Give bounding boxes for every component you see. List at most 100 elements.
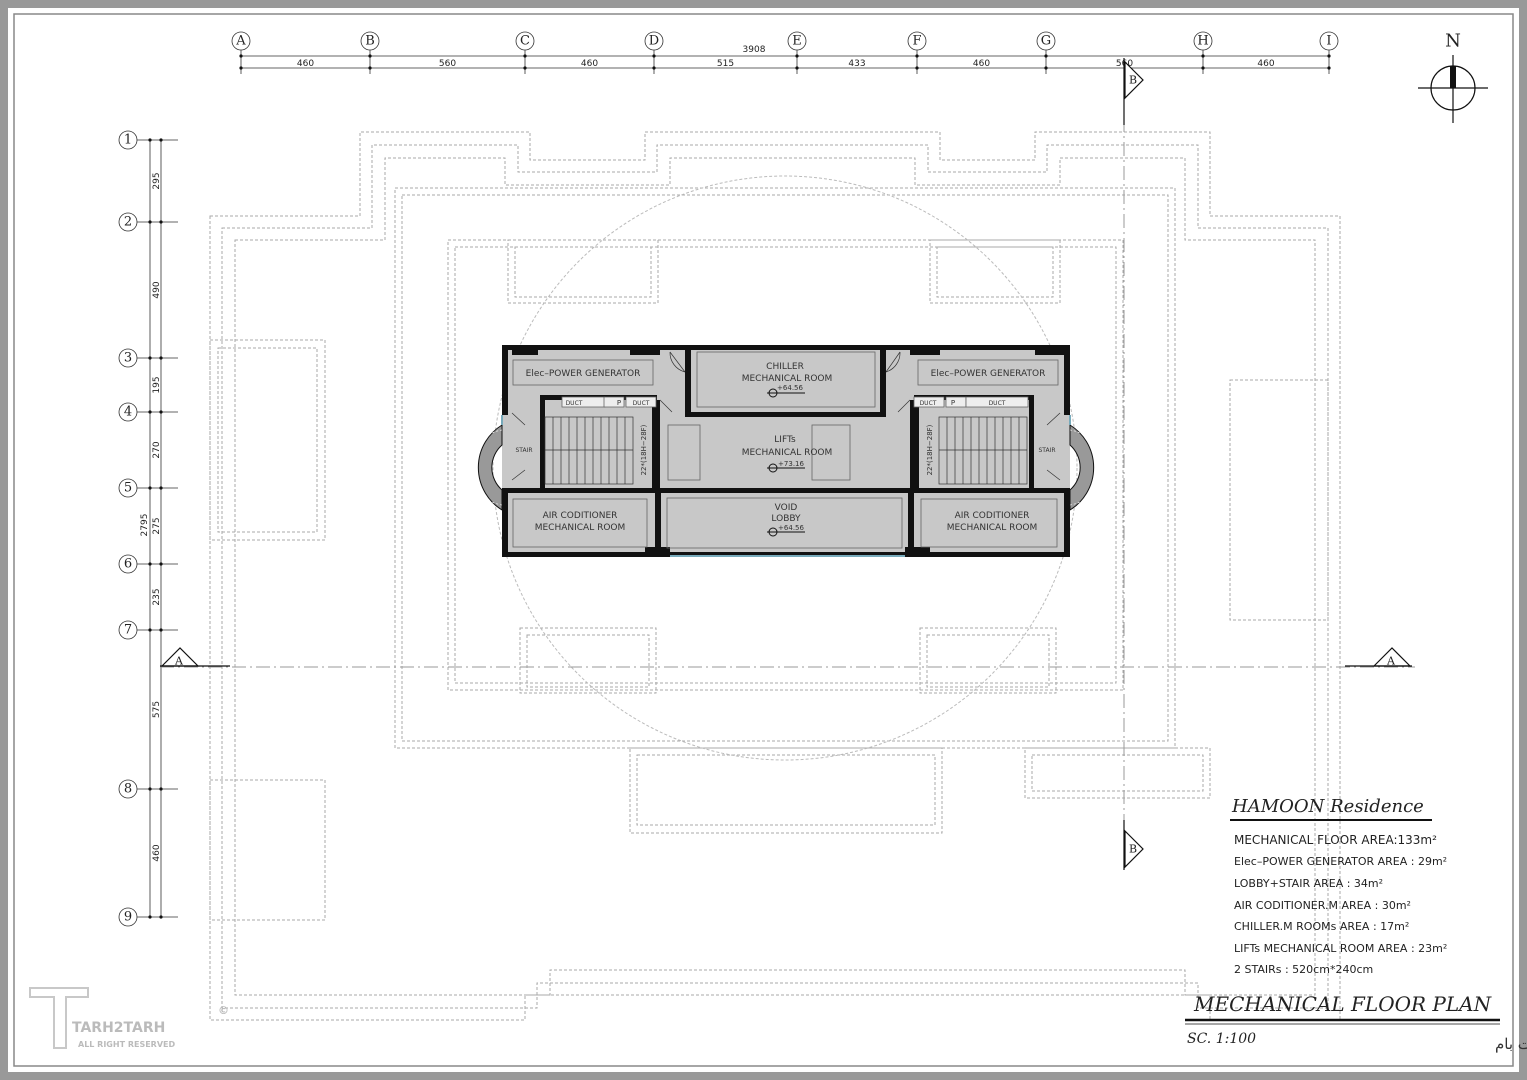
- section-marker-a-left[interactable]: A: [160, 647, 230, 668]
- spiral-stair-left: [464, 424, 503, 511]
- column-spacing-dimension: 433: [848, 59, 865, 69]
- sheet-border-inner: [13, 13, 1514, 1067]
- row-spacing-dimension: 270: [152, 441, 162, 458]
- legend-total-area: MECHANICAL FLOOR AREA:133m²: [1234, 833, 1437, 847]
- north-label: N: [1445, 31, 1461, 52]
- grid-column-b[interactable]: B: [360, 31, 380, 74]
- section-label-a-left: A: [174, 655, 184, 668]
- section-label-b-top: B: [1129, 74, 1137, 87]
- watermark-brand: TARH2TARH: [72, 1020, 165, 1036]
- drawing-scale: SC. 1:100: [1187, 1031, 1256, 1047]
- section-marker-a-right[interactable]: A: [1345, 647, 1412, 668]
- room-label-lifts-sub: MECHANICAL ROOM: [742, 448, 833, 458]
- grid-column-c[interactable]: C: [515, 31, 535, 74]
- section-lines: A A B B: [160, 58, 1415, 870]
- grid-row-label: 2: [124, 215, 132, 230]
- section-marker-b-bottom[interactable]: B: [1123, 820, 1144, 870]
- north-arrow: N: [1418, 31, 1488, 123]
- lower-floor-footprint: [209, 131, 1341, 1021]
- stair-spec-left: 22*(18H−28F): [640, 424, 648, 475]
- grid-column-d[interactable]: D: [644, 31, 664, 74]
- grid-column-label: I: [1326, 34, 1331, 49]
- grid-column-e[interactable]: E: [787, 31, 807, 74]
- grid-column-label: C: [520, 34, 530, 49]
- room-label-power-generator-right: Elec–POWER GENERATOR: [931, 369, 1046, 379]
- grid-column-label: B: [365, 34, 375, 49]
- project-title: HAMOON Residence: [1231, 796, 1424, 817]
- grid-column-h[interactable]: H: [1193, 31, 1213, 74]
- grid-row-label: 7: [124, 623, 132, 638]
- column-total-dimension: 3908: [743, 45, 766, 55]
- legend-stairs: 2 STAIRs : 520cm*240cm: [1234, 963, 1373, 976]
- brand-watermark: TARH2TARH ALL RIGHT RESERVED ©: [29, 987, 229, 1049]
- room-label-lifts: LIFTs: [774, 435, 796, 445]
- grid-row-label: 9: [124, 910, 132, 925]
- section-label-a-right: A: [1386, 655, 1396, 668]
- grid-column-label: A: [235, 34, 246, 49]
- room-label-void: VOID: [775, 503, 798, 513]
- grid-column-label: F: [912, 34, 921, 49]
- grid-row-label: 1: [124, 133, 132, 148]
- grid-row-label: 3: [124, 351, 132, 366]
- room-label-lobby: LOBBY: [771, 514, 801, 524]
- row-spacing-dimension: 275: [152, 517, 162, 534]
- room-label-ac-right: AIR CODITIONER: [955, 511, 1030, 521]
- column-spacing-dimension: 460: [973, 59, 990, 69]
- grid-column-f[interactable]: F: [907, 31, 927, 74]
- mechanical-floor-plan: Elec–POWER GENERATOR Elec–POWER GENERATO…: [464, 345, 1108, 557]
- level-chiller: +64.56: [777, 384, 803, 392]
- row-total-dimension: 2795: [140, 514, 150, 537]
- level-lifts: +73.16: [778, 460, 804, 468]
- row-spacing-dimension: 235: [152, 588, 162, 605]
- grid-row-label: 6: [124, 557, 132, 572]
- room-label-power-generator-left: Elec–POWER GENERATOR: [526, 369, 641, 379]
- grid-row-9[interactable]: 9: [118, 907, 178, 927]
- title-block: MECHANICAL FLOOR PLAN SC. 1:100 طبقه تاس…: [1185, 992, 1527, 1053]
- stair-left: [544, 416, 634, 485]
- grid-row-4[interactable]: 4: [118, 402, 178, 422]
- room-label-chiller: CHILLER: [766, 362, 804, 372]
- level-markers: [767, 388, 805, 537]
- grid-column-label: H: [1197, 34, 1208, 49]
- row-spacing-dimension: 490: [152, 281, 162, 298]
- grid-row-2[interactable]: 2: [118, 212, 178, 232]
- floor-slab: [502, 345, 1070, 557]
- legend-chiller-area: CHILLER.M ROOMs AREA : 17m²: [1234, 920, 1409, 933]
- p-label-right: P: [951, 399, 955, 407]
- spiral-stair-right: [1069, 424, 1108, 511]
- room-label-ac-right-sub: MECHANICAL ROOM: [947, 523, 1038, 533]
- grid-column-label: G: [1041, 34, 1051, 49]
- grid-column-label: E: [792, 34, 802, 49]
- legend-lobby-area: LOBBY+STAIR AREA : 34m²: [1234, 877, 1383, 890]
- duct-label-right-2: DUCT: [989, 400, 1006, 407]
- grid-column-i[interactable]: I: [1319, 31, 1339, 74]
- column-grid: 3908ABCDEFGHI460560460515433460560460: [231, 31, 1339, 74]
- grid-row-5[interactable]: 5: [118, 478, 178, 498]
- grid-row-7[interactable]: 7: [118, 620, 178, 640]
- grid-column-a[interactable]: A: [231, 31, 251, 74]
- duct-label-left-1: DUCT: [566, 400, 583, 407]
- area-legend: HAMOON Residence MECHANICAL FLOOR AREA:1…: [1230, 796, 1447, 976]
- column-spacing-dimension: 460: [297, 59, 314, 69]
- grid-row-8[interactable]: 8: [118, 779, 178, 799]
- stair-label-right: STAIR: [1038, 447, 1055, 454]
- grid-row-label: 8: [124, 782, 132, 797]
- column-spacing-dimension: 515: [717, 59, 734, 69]
- grid-column-g[interactable]: G: [1036, 31, 1056, 74]
- section-marker-b-top[interactable]: B: [1123, 58, 1144, 125]
- grid-row-label: 5: [124, 481, 132, 496]
- duct-label-left-2: DUCT: [633, 400, 650, 407]
- column-spacing-dimension: 460: [581, 59, 598, 69]
- p-label-left: P: [617, 399, 621, 407]
- grid-row-1[interactable]: 1: [118, 130, 178, 150]
- grid-row-3[interactable]: 3: [118, 348, 178, 368]
- stair-spec-right: 22*(18H−28F): [926, 424, 934, 475]
- room-label-ac-left: AIR CODITIONER: [543, 511, 618, 521]
- persian-title: طبقه تاسیسات بام: [1495, 1035, 1527, 1053]
- row-spacing-dimension: 195: [152, 376, 162, 393]
- grid-row-6[interactable]: 6: [118, 554, 178, 574]
- room-label-chiller-sub: MECHANICAL ROOM: [742, 374, 833, 384]
- row-spacing-dimension: 575: [152, 701, 162, 718]
- legend-power-area: Elec–POWER GENERATOR AREA : 29m²: [1234, 855, 1447, 868]
